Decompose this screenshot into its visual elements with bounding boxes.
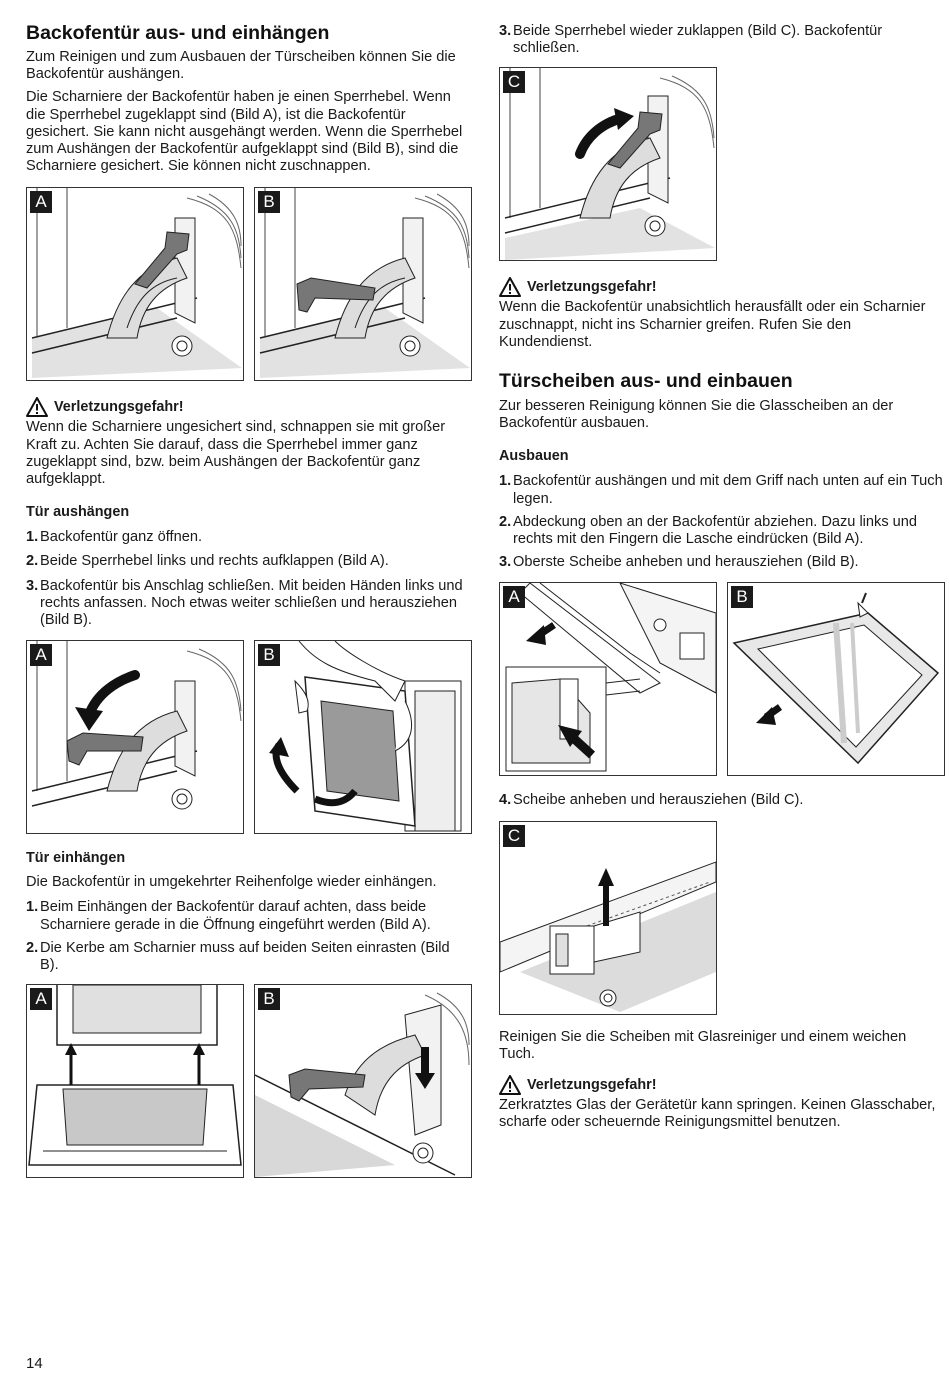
warning-text-2: Wenn die Backofentür unabsichtlich herau…: [499, 299, 926, 350]
section-title-door: Backofentür aus- und einhängen: [26, 22, 330, 44]
glass-pane-illustration: [732, 593, 940, 765]
list-item: 1.Backofentür aushängen und mit dem Grif…: [499, 473, 945, 507]
step-number: 4.: [499, 792, 512, 809]
figure-b-levers-open: B: [254, 187, 472, 382]
step-text: Scheibe anheben und herausziehen (Bild C…: [513, 792, 804, 809]
step-text: Beide Sperrhebel links und rechts aufkla…: [40, 553, 389, 570]
figure-label-b: B: [258, 988, 280, 1011]
list-item: 4.Scheibe anheben und herausziehen (Bild…: [499, 792, 945, 809]
warning-triangle-icon: [499, 277, 521, 297]
hook-intro: Die Backofentür in umgekehrter Reihenfol…: [26, 874, 437, 891]
figure-a-remove-cover: A: [499, 582, 717, 777]
figure-b-pull-door: B: [254, 640, 472, 835]
list-item: 2.Beide Sperrhebel links und rechts aufk…: [26, 553, 472, 570]
step-number: 3.: [26, 577, 39, 594]
hinge-illustration: [259, 188, 470, 379]
warning-heading-3: Verletzungsgefahr!: [499, 1075, 945, 1095]
page-number: 14: [26, 1355, 43, 1372]
warning-title: Verletzungsgefahr!: [54, 399, 184, 416]
figure-b-notch-engage: B: [254, 984, 472, 1179]
oven-front-illustration: [28, 985, 242, 1167]
figure-c-pull-pane: C: [499, 820, 717, 1015]
figure-row-unhook: A B: [26, 640, 472, 835]
subheading-remove: Ausbauen: [499, 448, 569, 465]
step-number: 1.: [499, 473, 512, 490]
step-text: Abdeckung oben an der Backofentür abzieh…: [513, 513, 918, 548]
step-text: Backofentür ganz öffnen.: [40, 529, 202, 546]
step-text: Beide Sperrhebel wieder zuklappen (Bild …: [513, 23, 883, 57]
warning-text-1: Wenn die Scharniere ungesichert sind, sc…: [26, 419, 446, 488]
cleaning-paragraph: Reinigen Sie die Scheiben mit Glasreinig…: [499, 1028, 907, 1062]
figure-a-levers-closed: A: [26, 187, 244, 382]
step-text: Backofentür aushängen und mit dem Griff …: [513, 473, 943, 507]
figure-a-insert-hinges: A: [26, 984, 244, 1179]
figure-label-c: C: [503, 824, 525, 847]
list-item: 3.Oberste Scheibe anheben und herauszieh…: [499, 554, 945, 571]
subheading-hook-door: Tür einhängen: [26, 850, 126, 867]
figure-label-b: B: [258, 191, 280, 214]
subheading-unhook-door: Tür aushängen: [26, 504, 130, 521]
pane-clip-illustration: [500, 861, 716, 1012]
list-item: 1.Backofentür ganz öffnen.: [26, 529, 472, 546]
door-removal-illustration: [269, 641, 462, 832]
list-item: 2.Abdeckung oben an der Backofentür abzi…: [499, 514, 945, 548]
warning-triangle-icon: [26, 397, 48, 417]
step-text: Beim Einhängen der Backofentür darauf ac…: [40, 899, 431, 933]
figure-label-c: C: [503, 71, 525, 94]
door-cover-illustration: [505, 583, 716, 772]
step-number: 1.: [26, 899, 39, 916]
warning-triangle-icon: [499, 1075, 521, 1095]
hinge-illustration: [31, 641, 242, 810]
figure-c-levers-closed: C: [499, 67, 717, 262]
left-column: Backofentür aus- und einhängen Zum Reini…: [26, 0, 472, 1179]
figure-label-a: A: [30, 988, 52, 1011]
hinge-illustration: [255, 992, 470, 1178]
list-item: 2.Die Kerbe am Scharnier muss auf beiden…: [26, 940, 472, 974]
intro-paragraph-1: Zum Reinigen und zum Ausbauen der Türsch…: [26, 49, 456, 83]
step-number: 1.: [26, 529, 39, 546]
figure-label-a: A: [30, 191, 52, 214]
step-number: 2.: [26, 553, 39, 570]
figure-row-panes: A B: [499, 582, 945, 777]
step-text: Oberste Scheibe anheben und herausziehen…: [513, 554, 859, 571]
step-text: Die Kerbe am Scharnier muss auf beiden S…: [40, 939, 450, 974]
warning-heading-2: Verletzungsgefahr!: [499, 277, 945, 297]
figure-label-b: B: [731, 586, 753, 609]
warning-title: Verletzungsgefahr!: [527, 279, 657, 296]
intro-paragraph-2: Die Scharniere der Backofentür haben je …: [26, 89, 463, 175]
step-number: 2.: [26, 939, 39, 956]
figure-a-open-levers: A: [26, 640, 244, 835]
remove-steps-list: 1.Backofentür aushängen und mit dem Grif…: [499, 473, 945, 571]
warning-text-3: Zerkratztes Glas der Gerätetür kann spri…: [499, 1097, 936, 1131]
hook-steps-list: 1.Beim Einhängen der Backofentür darauf …: [26, 899, 472, 974]
section-title-panes: Türscheiben aus- und einbauen: [499, 370, 793, 393]
list-item: 1.Beim Einhängen der Backofentür darauf …: [26, 899, 472, 933]
warning-title: Verletzungsgefahr!: [527, 1077, 657, 1094]
step-number: 3.: [499, 23, 512, 39]
figure-label-a: A: [30, 644, 52, 667]
step-number: 3.: [499, 554, 512, 571]
panes-intro: Zur besseren Reinigung können Sie die Gl…: [499, 398, 894, 432]
figure-label-a: A: [503, 586, 525, 609]
step-text: Backofentür bis Anschlag schließen. Mit …: [40, 577, 463, 629]
hinge-illustration: [31, 188, 242, 379]
list-item: 3.Beide Sperrhebel wieder zuklappen (Bil…: [499, 23, 945, 57]
step-number: 2.: [499, 513, 512, 530]
close-levers-step: 3.Beide Sperrhebel wieder zuklappen (Bil…: [499, 23, 945, 57]
figure-row-locking-levers: A B: [26, 187, 472, 382]
figure-row-hook: A B: [26, 984, 472, 1179]
unhook-steps-list: 1.Backofentür ganz öffnen. 2.Beide Sperr…: [26, 529, 472, 629]
figure-b-lift-pane: B: [727, 582, 945, 777]
warning-heading-1: Verletzungsgefahr!: [26, 397, 472, 417]
figure-label-b: B: [258, 644, 280, 667]
lift-pane-step: 4.Scheibe anheben und herausziehen (Bild…: [499, 792, 945, 809]
list-item: 3.Backofentür bis Anschlag schließen. Mi…: [26, 578, 472, 630]
hinge-illustration: [504, 68, 715, 261]
right-column: 3.Beide Sperrhebel wieder zuklappen (Bil…: [499, 0, 945, 1131]
